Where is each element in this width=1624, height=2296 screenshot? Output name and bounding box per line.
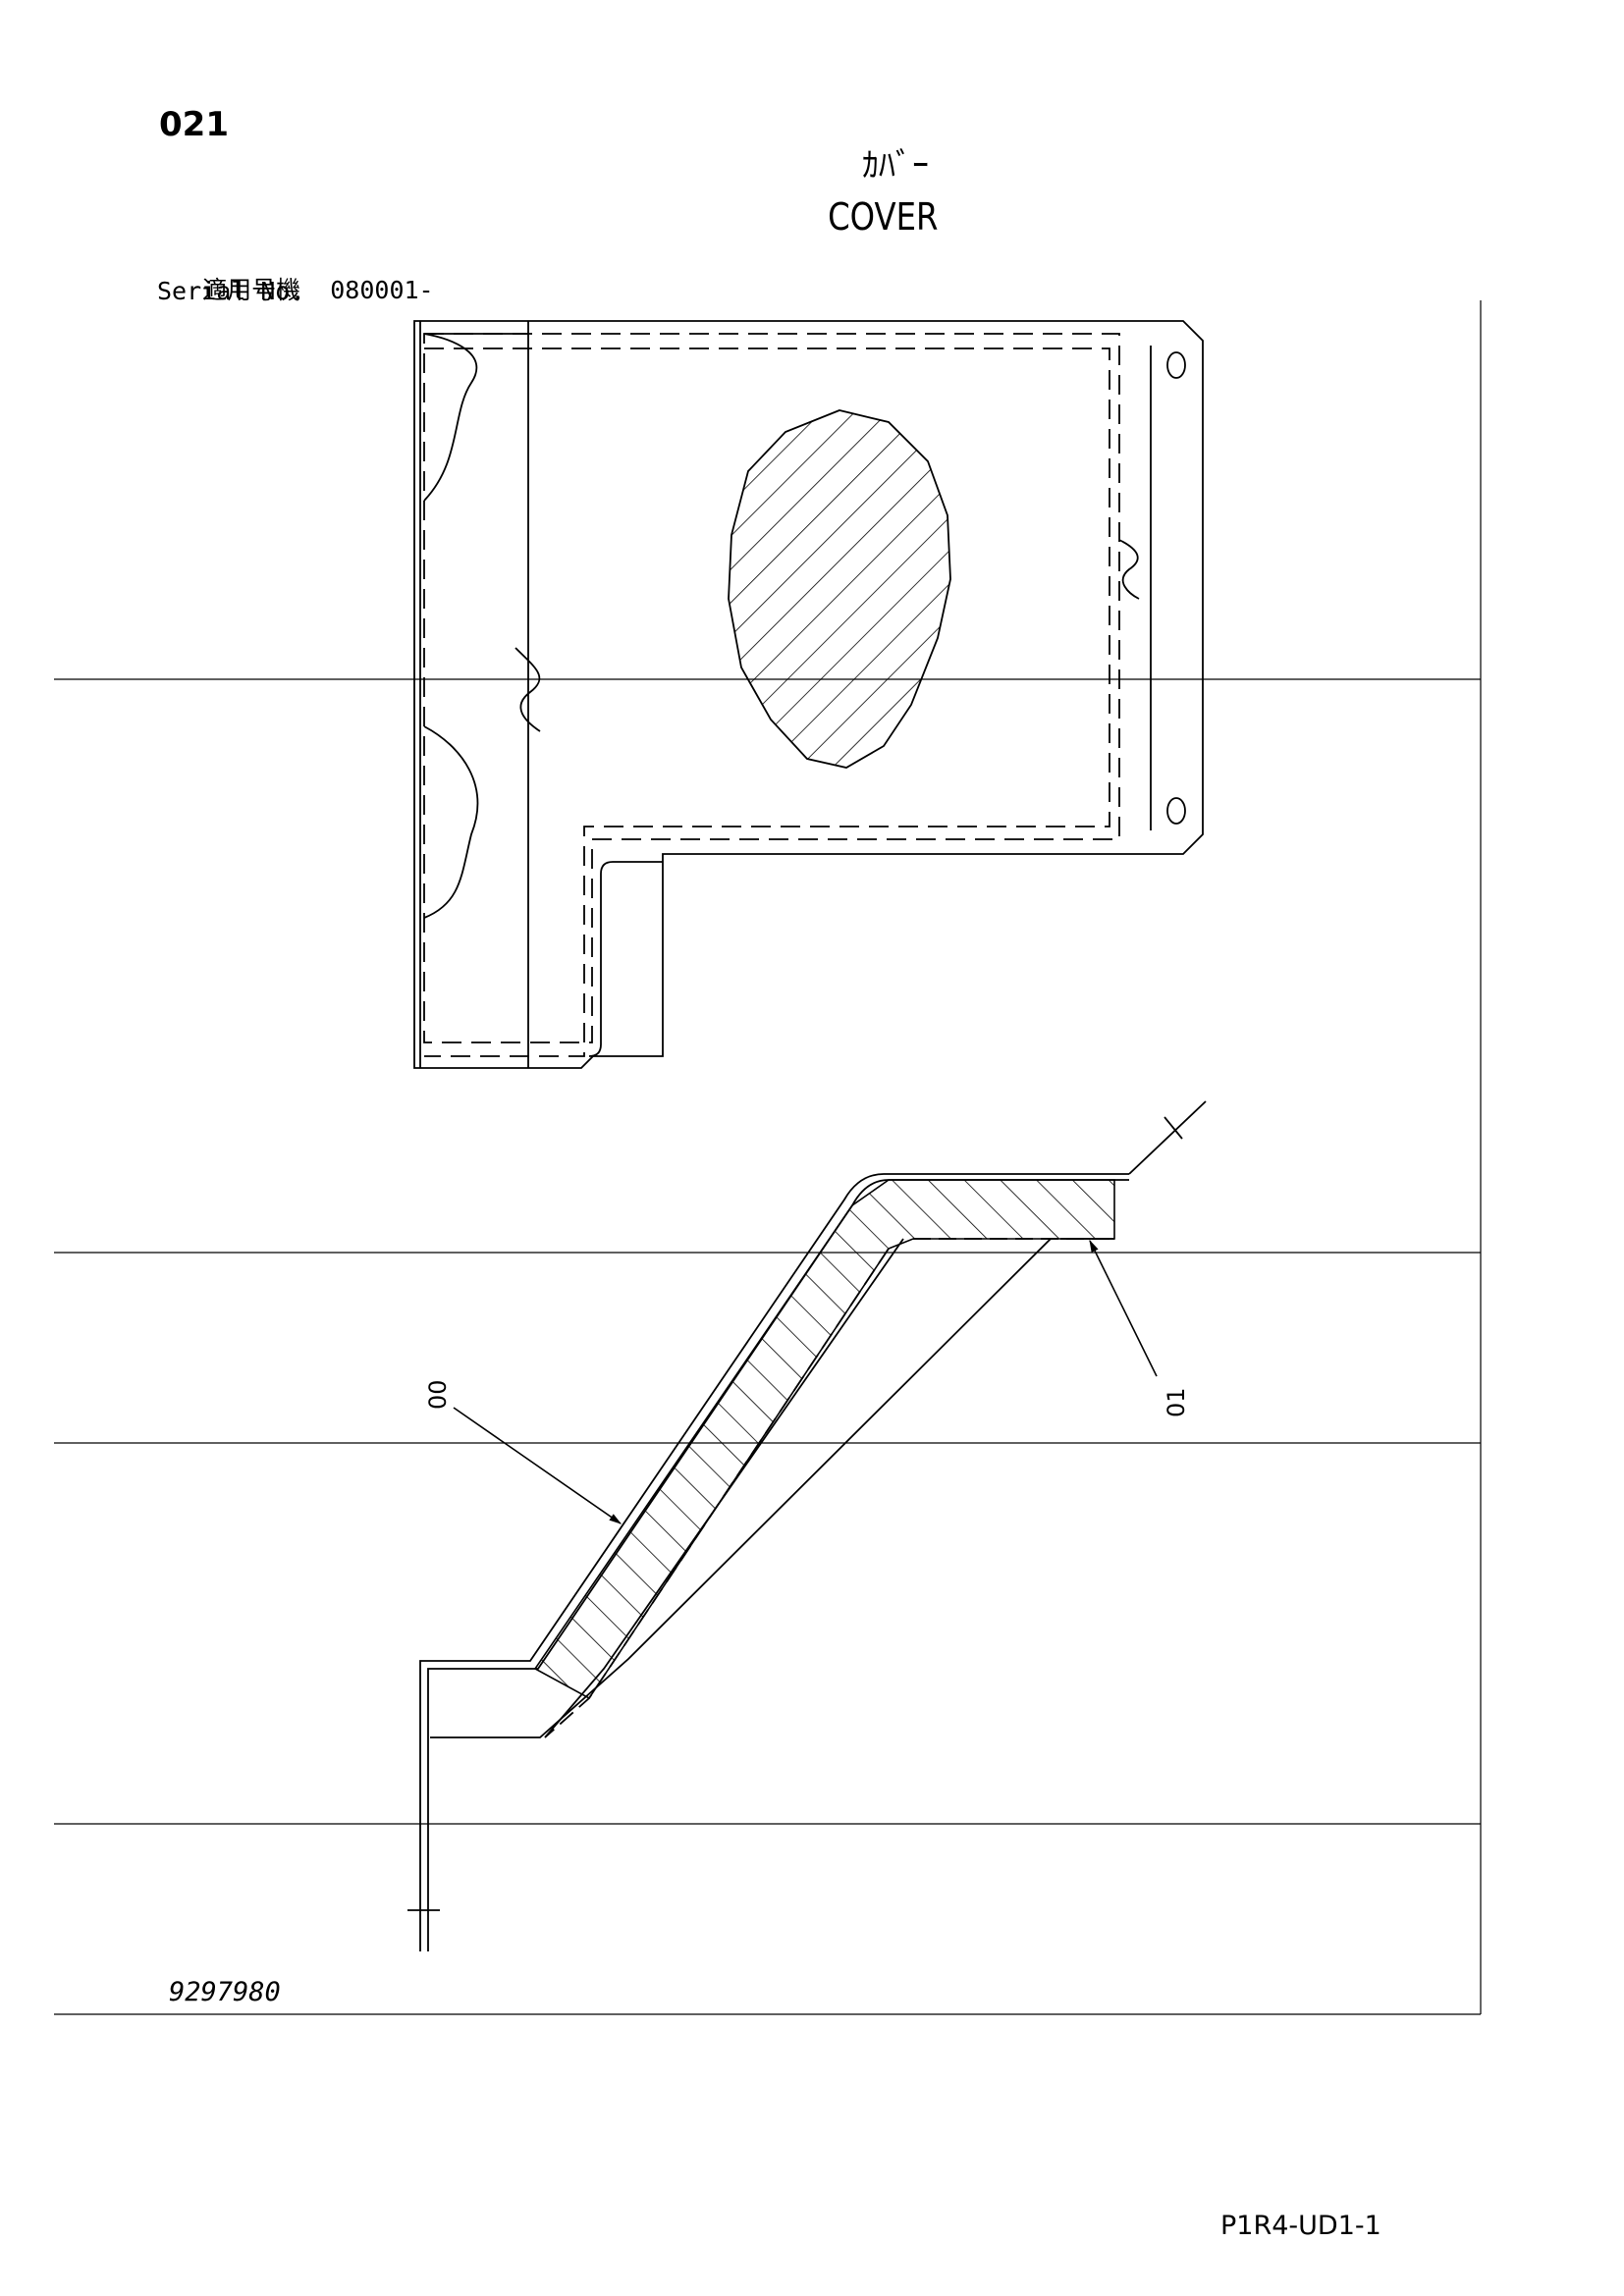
callout-01: 01 [1163, 1387, 1190, 1417]
serial-value: 080001- [330, 276, 434, 304]
section-view [407, 1100, 1207, 1951]
serial-label-jp: 適用号機 [202, 276, 301, 304]
page-number: 021 [159, 105, 229, 144]
title-japanese: ｶﾊﾞｰ [862, 146, 929, 186]
callout-leaders [453, 1239, 1158, 1524]
serial-label-english: Serial No. [157, 277, 305, 305]
sheet-code: P1R4-UD1-1 [1220, 2211, 1381, 2241]
part-number: 9297980 [169, 1977, 281, 2007]
serial-label-japanese: 適用号機 080001- [173, 253, 434, 304]
top-view [413, 320, 1204, 1069]
frame-lines [54, 300, 1482, 2015]
callout-00: 00 [424, 1379, 452, 1410]
title-english: COVER [828, 195, 939, 239]
